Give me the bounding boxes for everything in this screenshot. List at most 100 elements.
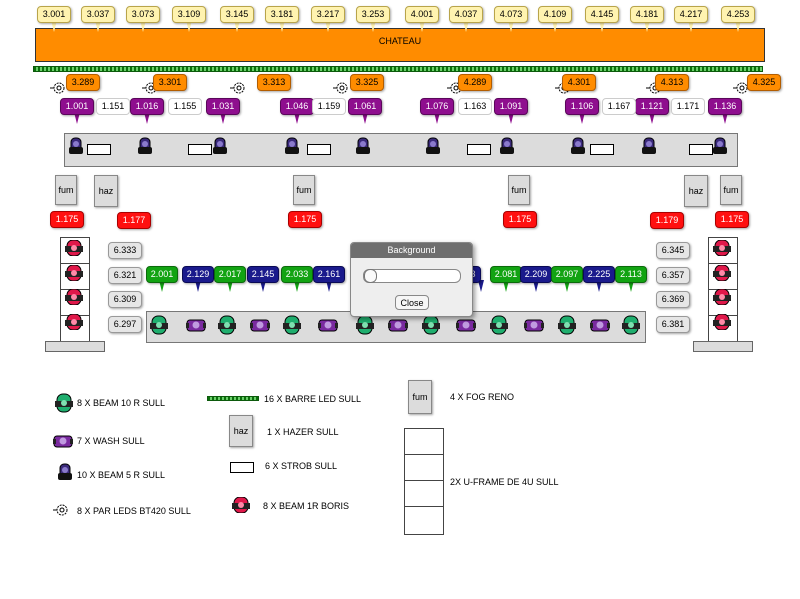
beam5-label: 1.136 bbox=[708, 98, 742, 115]
beam5-label: 1.031 bbox=[206, 98, 240, 115]
beam-5r-icon bbox=[68, 137, 84, 161]
lower-label: 2.081 bbox=[490, 266, 522, 283]
label-pointer bbox=[564, 280, 570, 292]
label-pointer bbox=[599, 20, 605, 32]
beam-10r-icon bbox=[55, 393, 73, 413]
beam5-label: 1.061 bbox=[348, 98, 382, 115]
label-pointer bbox=[419, 20, 425, 32]
beam5-label: 1.121 bbox=[635, 98, 669, 115]
beam-1r-icon bbox=[713, 288, 731, 306]
legend-wash: 7 X WASH SULL bbox=[77, 436, 145, 446]
right-tower-label: 6.369 bbox=[656, 291, 690, 308]
label-pointer bbox=[326, 280, 332, 292]
hazer-box: haz bbox=[94, 175, 118, 207]
par-label: 3.313 bbox=[257, 74, 291, 91]
strob-icon bbox=[87, 144, 111, 155]
label-pointer bbox=[533, 280, 539, 292]
hazer-box: haz bbox=[684, 175, 708, 207]
left-tower-label: 6.321 bbox=[108, 267, 142, 284]
wash-icon bbox=[524, 317, 544, 334]
background-slider[interactable] bbox=[363, 269, 461, 283]
label-pointer bbox=[325, 20, 331, 32]
right-tower-label: 6.345 bbox=[656, 242, 690, 259]
label-pointer bbox=[370, 20, 376, 32]
lower-label: 2.225 bbox=[583, 266, 615, 283]
fog-box: fum bbox=[55, 175, 77, 205]
right-tower-label: 6.357 bbox=[656, 267, 690, 284]
top-label: 4.181 bbox=[630, 6, 664, 23]
legend-beam1: 8 X BEAM 1R BORIS bbox=[263, 501, 350, 511]
label-pointer bbox=[649, 112, 655, 124]
strob-icon bbox=[188, 144, 212, 155]
legend-u-frame-icon bbox=[404, 428, 444, 535]
label-pointer bbox=[279, 20, 285, 32]
legend-barre-icon bbox=[207, 396, 259, 401]
wash-icon bbox=[318, 317, 338, 334]
wash-icon bbox=[456, 317, 476, 334]
close-button[interactable]: Close bbox=[395, 295, 429, 310]
label-pointer bbox=[294, 112, 300, 124]
beam-5r-icon bbox=[212, 137, 228, 161]
legend-hazer-box: haz bbox=[229, 415, 253, 447]
fog-box: fum bbox=[720, 175, 742, 205]
legend-strob-icon bbox=[230, 462, 254, 473]
beam-10r-icon bbox=[283, 315, 301, 335]
par-label: 3.325 bbox=[350, 74, 384, 91]
par-label: 3.301 bbox=[153, 74, 187, 91]
beam-5r-icon bbox=[355, 137, 371, 161]
wash-icon bbox=[186, 317, 206, 334]
top-label: 3.181 bbox=[265, 6, 299, 23]
strob-label: 1.167 bbox=[602, 98, 636, 115]
top-label: 4.073 bbox=[494, 6, 528, 23]
legend-beam10: 8 X BEAM 10 R SULL bbox=[77, 398, 166, 408]
top-label: 4.145 bbox=[585, 6, 619, 23]
top-label: 3.145 bbox=[220, 6, 254, 23]
legend-beam5: 10 X BEAM 5 R SULL bbox=[77, 470, 166, 480]
lower-label: 2.209 bbox=[520, 266, 552, 283]
hazer-label: 1.179 bbox=[650, 212, 684, 229]
par-label: 3.289 bbox=[66, 74, 100, 91]
fog-label: 1.175 bbox=[50, 211, 84, 228]
label-pointer bbox=[51, 20, 57, 32]
slider-thumb[interactable] bbox=[364, 269, 377, 283]
lower-label: 2.113 bbox=[615, 266, 647, 283]
legend-strob: 6 X STROB SULL bbox=[265, 461, 338, 471]
left-tower-label: 6.297 bbox=[108, 316, 142, 333]
top-label: 4.001 bbox=[405, 6, 439, 23]
label-pointer bbox=[140, 20, 146, 32]
legend-fog: 4 X FOG RENO bbox=[450, 392, 515, 402]
label-pointer bbox=[508, 112, 514, 124]
beam-10r-icon bbox=[622, 315, 640, 335]
dialog-title: Background bbox=[351, 243, 472, 258]
beam-1r-icon bbox=[65, 264, 83, 282]
beam-10r-icon bbox=[356, 315, 374, 335]
label-pointer bbox=[722, 112, 728, 124]
beam-5r-icon bbox=[284, 137, 300, 161]
label-pointer bbox=[596, 280, 602, 292]
label-pointer bbox=[434, 112, 440, 124]
top-label: 4.253 bbox=[721, 6, 755, 23]
tower-rung bbox=[708, 263, 738, 264]
tower-rung bbox=[60, 263, 90, 264]
beam-10r-icon bbox=[558, 315, 576, 335]
left-tower-label: 6.309 bbox=[108, 291, 142, 308]
strob-label: 1.163 bbox=[458, 98, 492, 115]
wash-icon bbox=[53, 433, 73, 450]
beam5-label: 1.091 bbox=[494, 98, 528, 115]
tower-rung bbox=[404, 454, 444, 455]
label-pointer bbox=[644, 20, 650, 32]
wash-icon bbox=[388, 317, 408, 334]
top-label: 4.109 bbox=[538, 6, 572, 23]
strob-icon bbox=[590, 144, 614, 155]
top-label: 3.217 bbox=[311, 6, 345, 23]
par-led-icon bbox=[230, 80, 248, 96]
label-pointer bbox=[186, 20, 192, 32]
label-pointer bbox=[195, 280, 201, 292]
top-label: 3.253 bbox=[356, 6, 390, 23]
top-label: 3.073 bbox=[126, 6, 160, 23]
top-label: 3.001 bbox=[37, 6, 71, 23]
strob-icon bbox=[307, 144, 331, 155]
beam5-label: 1.046 bbox=[280, 98, 314, 115]
label-pointer bbox=[508, 20, 514, 32]
